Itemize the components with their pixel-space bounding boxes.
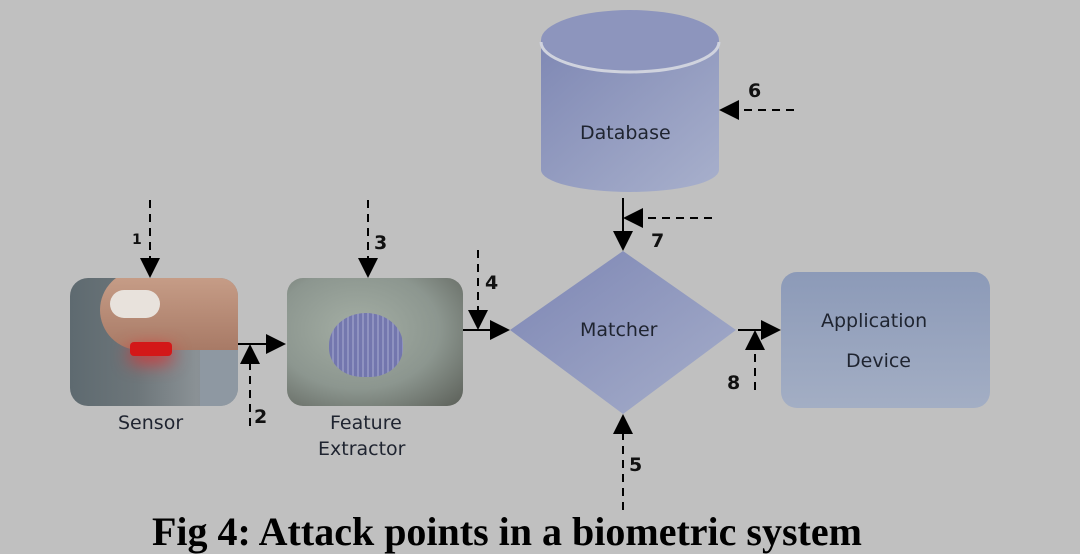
attack-label-8: 8 xyxy=(727,372,741,394)
matcher-label: Matcher xyxy=(580,319,658,341)
database-node xyxy=(539,10,721,192)
application-label-line2: Device xyxy=(846,350,911,372)
application-label-line1: Application xyxy=(821,310,928,332)
attack-label-5: 5 xyxy=(629,454,643,476)
attack-label-6: 6 xyxy=(748,80,762,102)
fingerprint-icon xyxy=(329,313,403,377)
attack-label-4: 4 xyxy=(485,272,499,294)
attack-label-7: 7 xyxy=(651,230,665,252)
diagram-canvas xyxy=(140,10,794,510)
sensor-label: Sensor xyxy=(118,412,184,434)
attack-label-3: 3 xyxy=(374,232,388,254)
matcher-node xyxy=(510,251,736,414)
attack-label-2: 2 xyxy=(254,406,268,428)
figure-caption: Fig 4: Attack points in a biometric syst… xyxy=(152,509,862,554)
database-label: Database xyxy=(580,122,671,144)
feature-extractor-image xyxy=(287,278,463,406)
feature-extractor-label-line2: Extractor xyxy=(318,438,406,460)
attack-label-1: 1 xyxy=(132,232,142,248)
sensor-fingerprint-image xyxy=(70,278,238,406)
feature-extractor-label-line1: Feature xyxy=(330,412,402,434)
application-device-node xyxy=(781,272,990,408)
